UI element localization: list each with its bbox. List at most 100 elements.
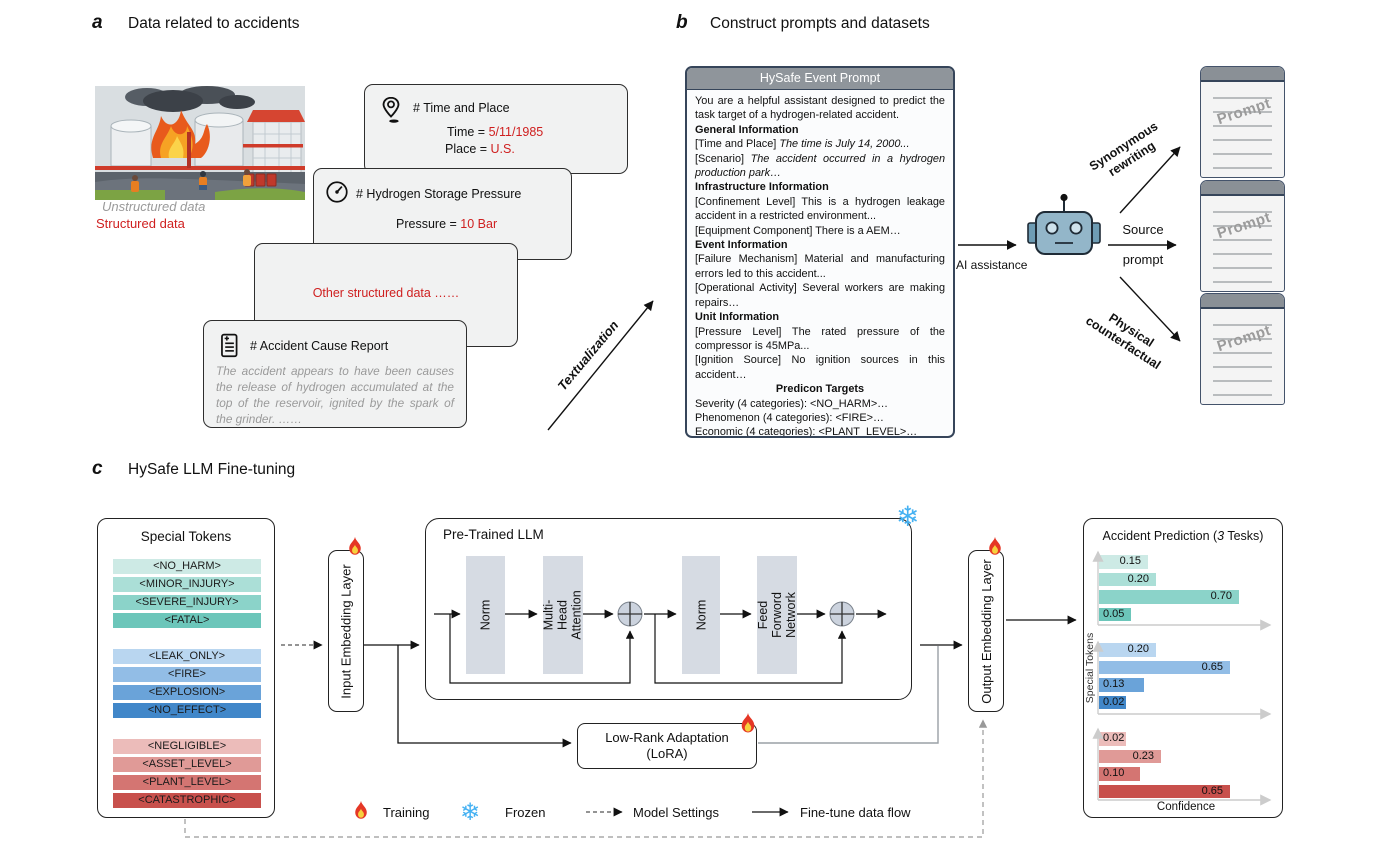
bar-value-label: 0.02 [1103, 732, 1125, 744]
time-key: Time = [447, 125, 486, 139]
other-structured-text: Other structured data …… [312, 286, 460, 300]
chart-title-prefix: Accident Prediction ( [1102, 529, 1218, 543]
chart-title-italic: 3 [1217, 529, 1225, 543]
card-cause-report: # Accident Cause Report The accident app… [203, 320, 467, 428]
bar-value-label: 0.13 [1103, 678, 1125, 690]
place-value: U.S. [490, 142, 515, 156]
notepad-line [1213, 139, 1272, 141]
card-pressure-title: # Hydrogen Storage Pressure [356, 187, 522, 201]
prediction-targets: Severity (4 categories): <NO_HARM>…Pheno… [695, 397, 945, 438]
prompt-notepad-3: Prompt [1200, 293, 1285, 405]
legend-finetune-flow: Fine-tune data flow [800, 805, 911, 820]
special-token-chip: <FATAL> [113, 613, 261, 628]
prompt-section-heading: Unit Information [695, 311, 780, 324]
bar-value-label: 0.05 [1103, 607, 1125, 620]
notepad-line [1213, 167, 1272, 169]
lora-label-line1: Low-Rank Adaptation [605, 730, 729, 745]
prompt-section-heading: General Information [695, 123, 799, 136]
output-embedding-label: Output Embedding Layer [978, 558, 994, 704]
special-token-chip: <MINOR_INJURY> [113, 577, 261, 592]
time-value: 5/11/1985 [488, 125, 544, 139]
notepad-line [1213, 97, 1272, 99]
fire-icon [984, 534, 1006, 563]
card-time-place-title: # Time and Place [413, 101, 510, 115]
prompt-item: [Confinement Level] This is a hydrogen l… [695, 195, 945, 223]
prompt-item: [Ignition Source] No ignition sources in… [695, 354, 945, 381]
special-token-chip: <NEGLIGIBLE> [113, 739, 261, 754]
target-line: Economic (4 categories): <PLANT_LEVEL>… [695, 426, 918, 438]
fire-icon [350, 798, 372, 827]
confidence-bar: 0.70 [1099, 590, 1239, 604]
panel-a-title: Data related to accidents [128, 15, 300, 32]
bar-value-label: 0.10 [1103, 767, 1125, 779]
pressure-field: Pressure = 10 Bar [396, 217, 497, 231]
card-cause-title: # Accident Cause Report [250, 339, 389, 353]
bar-value-label: 0.20 [1127, 572, 1149, 585]
legend-frozen: Frozen [505, 805, 546, 820]
prompt-intro: You are a helpful assistant designed to … [695, 95, 945, 122]
lora-label-line2: (LoRA) [646, 746, 688, 761]
prompt-notepad-2: Prompt [1200, 180, 1285, 292]
report-document-icon [216, 331, 242, 366]
special-token-chip: <SEVERE_INJURY> [113, 595, 261, 610]
fire-icon [736, 710, 760, 741]
card-storage-pressure: # Hydrogen Storage Pressure Pressure = 1… [313, 168, 572, 260]
unstructured-data-caption: Unstructured data [102, 199, 206, 214]
bar-value-label: 0.70 [1210, 590, 1232, 602]
special-token-chip: <ASSET_LEVEL> [113, 757, 261, 772]
prompt-sections: General Information[Time and Place] The … [695, 123, 945, 382]
bar-value-label: 0.65 [1201, 660, 1223, 673]
input-embedding-layer: Input Embedding Layer [328, 550, 364, 712]
confidence-bar: 0.65 [1099, 784, 1230, 798]
gauge-icon [324, 179, 350, 210]
panel-b-label: b [676, 12, 688, 33]
notepad-line [1213, 352, 1272, 354]
bar-value-label: 0.15 [1119, 555, 1141, 567]
place-field: Place = U.S. [445, 142, 515, 156]
panel-c-label: c [92, 458, 103, 479]
legend-model-settings: Model Settings [633, 805, 719, 820]
chart-title-suffix: Tesks) [1224, 529, 1264, 543]
llm-block: Norm [682, 556, 720, 674]
notepad-line [1213, 394, 1272, 396]
llm-block-label: Norm [694, 599, 708, 631]
bar-value-label: 0.23 [1132, 749, 1154, 762]
confidence-bar: 0.23 [1099, 749, 1161, 763]
special-tokens-title: Special Tokens [140, 529, 232, 544]
panel-c-title: HySafe LLM Fine-tuning [128, 461, 296, 478]
prompt-notepad-1: Prompt [1200, 66, 1285, 178]
confidence-bar: 0.10 [1099, 767, 1140, 781]
location-pin-icon [377, 93, 405, 132]
confidence-bar: 0.15 [1099, 555, 1148, 569]
confidence-bar: 0.20 [1099, 643, 1156, 657]
prompt-item: [Pressure Level] The rated pressure of t… [695, 325, 945, 352]
target-line: Severity (4 categories): <NO_HARM>… [695, 397, 889, 410]
prompt-box-header: HySafe Event Prompt [687, 68, 953, 90]
notepad-line [1213, 267, 1272, 269]
prediction-targets-heading: Predicon Targets [775, 383, 865, 396]
prompt-item: [Operational Activity] Several workers a… [695, 282, 945, 309]
fire-icon [344, 534, 366, 563]
prompt-section-heading: Infrastructure Information [695, 181, 829, 194]
llm-block-label: Multi-Head Attention [542, 590, 584, 640]
confidence-bar: 0.20 [1099, 572, 1156, 586]
chart-ylabel: Special Tokens [1084, 632, 1096, 704]
bar-value-label: 0.65 [1201, 784, 1223, 797]
pretrained-llm-title: Pre-Trained LLM [443, 527, 544, 542]
prompt-section-heading: Event Information [695, 239, 788, 252]
bar-value-label: 0.02 [1103, 695, 1125, 708]
bar-value-label: 0.20 [1127, 643, 1149, 655]
place-key: Place = [445, 142, 488, 156]
llm-block: Norm [466, 556, 505, 674]
prompt-box-body: You are a helpful assistant designed to … [687, 90, 953, 438]
confidence-bar: 0.13 [1099, 678, 1144, 692]
prompt-item: [Scenario] The accident occurred in a hy… [695, 152, 946, 180]
special-token-chip: <PLANT_LEVEL> [113, 775, 261, 790]
physical-counterfactual-label: Physical counterfactual [1073, 294, 1182, 379]
cause-report-body: The accident appears to have been causes… [216, 364, 454, 426]
chart-title: Accident Prediction (3 Tesks) [1084, 529, 1282, 543]
output-embedding-layer: Output Embedding Layer [968, 550, 1004, 712]
hysafe-event-prompt-box: HySafe Event Prompt You are a helpful as… [685, 66, 955, 438]
prompt-item: [Failure Mechanism] Material and manufac… [695, 253, 945, 280]
